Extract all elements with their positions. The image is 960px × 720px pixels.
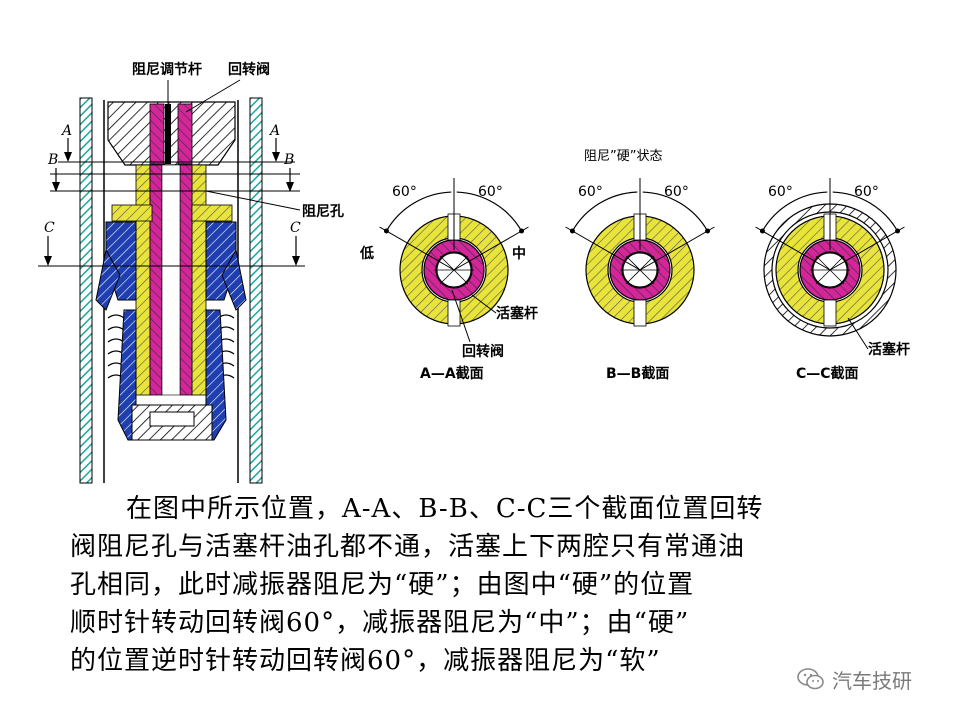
section-label-b-left: B	[47, 152, 58, 168]
label-piston-rod-a: 活塞杆	[496, 305, 538, 322]
rotary-valve-upper-right	[177, 103, 193, 165]
label-rotary-valve-a: 回转阀	[462, 343, 504, 360]
section-label-c-left: C	[44, 220, 55, 236]
piston-rod-right	[191, 164, 207, 396]
label-mid: 中	[512, 245, 526, 262]
body-line-4: 顺时针转动回转阀60°，减振器阻尼为“中”；由“硬”	[70, 608, 690, 638]
caption-aa: A—A截面	[420, 365, 484, 382]
section-label-a-left: A	[60, 123, 72, 139]
piston-rod-ring	[585, 215, 695, 325]
cylinder-wall-right	[249, 97, 263, 484]
body-line-3: 孔相同，此时减振器阻尼为“硬”；由图中“硬”的位置	[70, 570, 695, 600]
label-rotary-valve-top: 回转阀	[228, 61, 270, 78]
cylinder-wall-left	[79, 97, 93, 484]
angle-label-right: 60°	[664, 184, 689, 200]
top-guide-block	[107, 101, 236, 166]
spring-right	[217, 314, 235, 379]
rotary-valve-ring	[799, 239, 861, 301]
spring-left	[107, 314, 125, 379]
piston-rod-left	[135, 164, 151, 396]
state-title: 阻尼”硬”状态	[584, 149, 662, 164]
cross-sections: 60° 60° 60° 60° 60° 60°	[379, 178, 905, 337]
angle-label-left: 60°	[768, 184, 793, 200]
wechat-icon	[797, 668, 824, 690]
caption-cc: C—C截面	[796, 365, 859, 382]
longitudinal-section: A A B B C C 阻尼调节杆 回转阀 阻尼孔	[38, 61, 344, 484]
cross-section-aa: 60° 60°	[379, 178, 529, 327]
rotary-valve-ring	[423, 239, 485, 301]
caption-bb: B—B截面	[606, 365, 669, 382]
label-damping-rod: 阻尼调节杆	[132, 61, 202, 78]
angle-label-right: 60°	[854, 184, 879, 200]
damping-rod	[165, 104, 171, 164]
body-paragraph: 在图中所示位置，A-A、B-B、C-C三个截面位置回转阀阻尼孔与活塞杆油孔都不通…	[70, 490, 900, 680]
bottom-nut	[131, 404, 213, 441]
cross-section-bb: 60° 60°	[565, 178, 715, 327]
label-damping-hole: 阻尼孔	[302, 204, 344, 220]
shock-absorber-diagram: A A B B C C 阻尼调节杆 回转阀 阻尼孔 阻尼”硬”状态 60°60°…	[38, 61, 910, 484]
angle-label-left: 60°	[578, 184, 603, 200]
label-low: 低	[359, 245, 374, 262]
outer-hatch-ring	[763, 203, 897, 337]
body-line-5: 的位置逆时针转动回转阀60°，减振器阻尼为“软”	[70, 646, 661, 676]
section-label-a-right: A	[268, 123, 280, 139]
body-line-1: 在图中所示位置，A-A、B-B、C-C三个截面位置回转	[126, 494, 764, 524]
rotary-valve-upper-left	[149, 103, 165, 165]
rotary-valve-left	[149, 164, 163, 396]
angle-label-left: 60°	[392, 184, 417, 200]
section-label-c-right: C	[290, 220, 301, 236]
rotary-valve-right	[179, 164, 193, 396]
cross-section-cc: 60° 60°	[755, 178, 905, 337]
body-line-2: 阀阻尼孔与活塞杆油孔都不通，活塞上下两腔只有常通油	[70, 532, 746, 562]
angle-label-right: 60°	[478, 184, 503, 200]
watermark-text: 汽车技研	[832, 668, 912, 693]
piston-rod-ring	[399, 215, 509, 325]
label-piston-rod-c: 活塞杆	[868, 341, 910, 358]
section-label-b-right: B	[283, 152, 294, 168]
watermark: 汽车技研	[796, 664, 912, 694]
piston-rod-ring	[775, 215, 885, 325]
